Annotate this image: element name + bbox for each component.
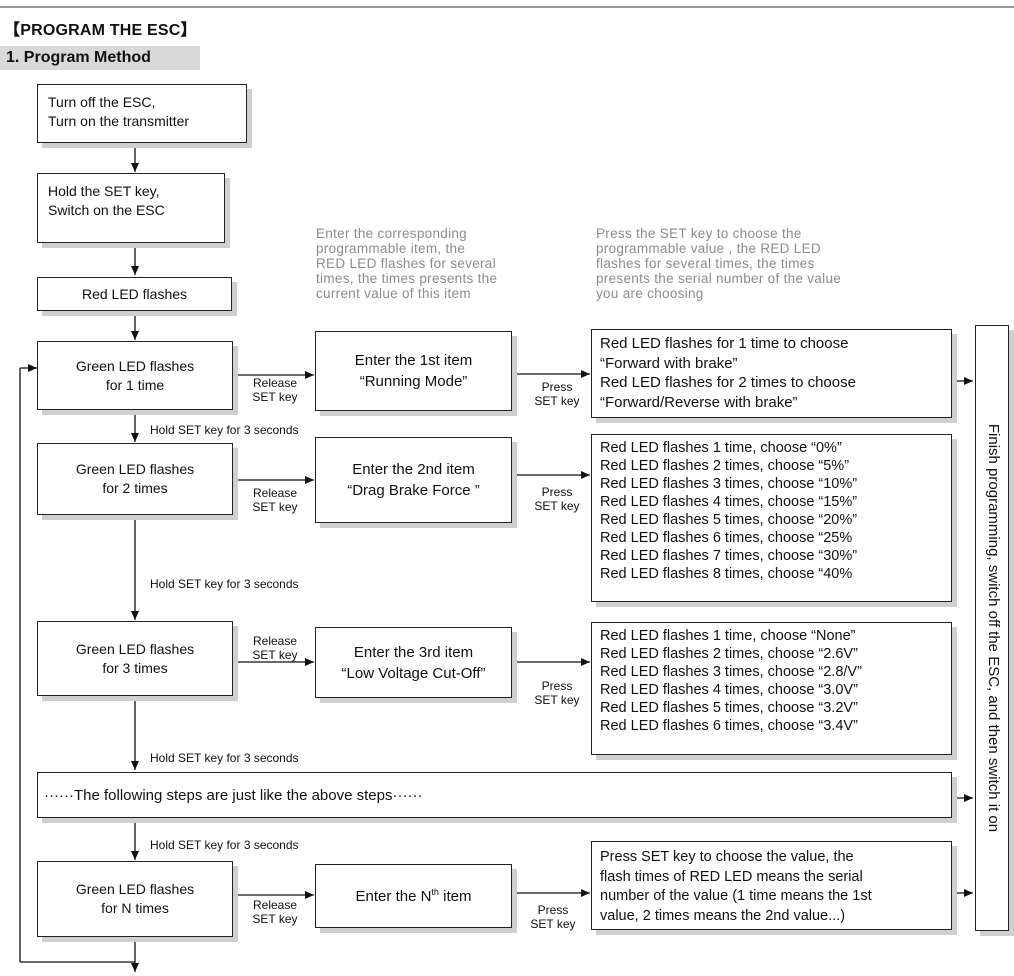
step-green-led-3: Green LED flashes for 3 times bbox=[37, 621, 233, 696]
label-hold-3s-2: Hold SET key for 3 seconds bbox=[150, 577, 299, 591]
label-hold-3s-1: Hold SET key for 3 seconds bbox=[150, 423, 299, 437]
finish-programming-text: Finish programming, switch off the ESC, … bbox=[985, 423, 1002, 833]
step-turn-off-esc: Turn off the ESC, Turn on the transmitte… bbox=[37, 84, 247, 143]
finish-programming-box bbox=[975, 325, 1009, 931]
label-press-3: Press SET key bbox=[534, 679, 580, 707]
step-following-steps: ······The following steps are just like … bbox=[37, 772, 952, 818]
label-press-1: Press SET key bbox=[534, 380, 580, 408]
label-release-2: Release SET key bbox=[252, 486, 298, 514]
step-hold-set-key: Hold the SET key, Switch on the ESC bbox=[37, 173, 225, 243]
values-running-mode: Red LED flashes for 1 time to choose “Fo… bbox=[591, 329, 952, 418]
item-3-low-voltage: Enter the 3rd item “Low Voltage Cut-Off” bbox=[315, 627, 512, 698]
section-highlight bbox=[0, 46, 200, 70]
label-release-1: Release SET key bbox=[252, 376, 298, 404]
label-release-3: Release SET key bbox=[252, 634, 298, 662]
label-press-n: Press SET key bbox=[530, 903, 576, 931]
label-press-2: Press SET key bbox=[534, 485, 580, 513]
step-green-led-1: Green LED flashes for 1 time bbox=[37, 341, 233, 410]
values-nth-item: Press SET key to choose the value, the f… bbox=[591, 841, 952, 930]
step-green-led-n: Green LED flashes for N times bbox=[37, 861, 233, 937]
note-enter-item: Enter the corresponding programmable ite… bbox=[316, 226, 498, 301]
note-press-set: Press the SET key to choose the programm… bbox=[596, 226, 842, 301]
page-title: 【PROGRAM THE ESC】 bbox=[4, 22, 197, 39]
values-low-voltage: Red LED flashes 1 time, choose “None” Re… bbox=[591, 622, 952, 755]
item-1-running-mode: Enter the 1st item “Running Mode” bbox=[315, 331, 512, 411]
step-green-led-2: Green LED flashes for 2 times bbox=[37, 443, 233, 515]
item-2-drag-brake: Enter the 2nd item “Drag Brake Force ” bbox=[315, 437, 512, 523]
item-n: Enter the Nth item bbox=[315, 864, 512, 928]
values-drag-brake: Red LED flashes 1 time, choose “0%” Red … bbox=[591, 434, 952, 602]
label-hold-3s-4: Hold SET key for 3 seconds bbox=[150, 838, 299, 852]
section-title: 1. Program Method bbox=[6, 49, 151, 66]
label-hold-3s-3: Hold SET key for 3 seconds bbox=[150, 751, 299, 765]
top-rule bbox=[0, 6, 1014, 8]
step-red-led-flashes: Red LED flashes bbox=[37, 277, 232, 311]
label-release-n: Release SET key bbox=[252, 898, 298, 926]
